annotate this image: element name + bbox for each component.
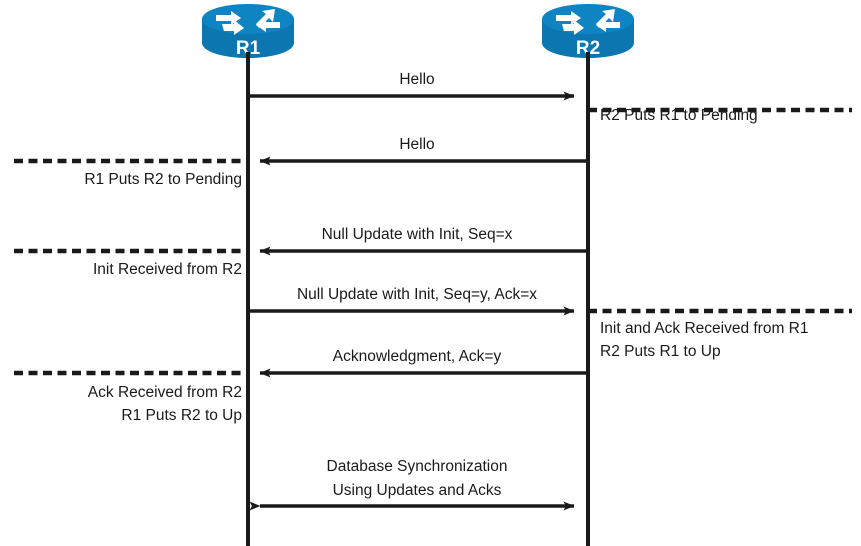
message-label-m3: Null Update with Init, Seq=x	[321, 226, 513, 243]
state-note-r2-up-line2: R2 Puts R1 to Up	[600, 343, 721, 361]
state-note-r1-up: Ack Received from R2 R1 Puts R2 to Up	[0, 381, 242, 428]
lifeline-r1	[246, 52, 250, 546]
message-label-m4: Null Update with Init, Seq=y, Ack=x	[296, 286, 538, 303]
message-label-m5: Acknowledgment, Ack=y	[332, 348, 502, 365]
message-label-m6: Database Synchronization Using Updates a…	[248, 455, 586, 503]
message-label-m1: Hello	[399, 71, 435, 88]
state-note-r1-up-line1: Ack Received from R2	[87, 384, 242, 401]
state-note-r2-pending: R2 Puts R1 to Pending	[600, 107, 758, 124]
router-label-r1: R1	[236, 38, 261, 59]
message-label-m6-line1: Database Synchronization	[326, 458, 508, 475]
router-node-r2[interactable]: R2	[540, 2, 636, 60]
state-note-r2-up: Init and Ack Received from R1 R2 Puts R1…	[600, 317, 860, 364]
router-icon: R2	[542, 4, 634, 59]
router-node-r1[interactable]: R1	[200, 2, 296, 60]
lifeline-r2	[586, 52, 590, 546]
router-label-r2: R2	[576, 38, 600, 59]
state-note-init-received: Init Received from R2	[92, 261, 242, 278]
message-label-m2: Hello	[399, 136, 435, 153]
message-label-m6-line2: Using Updates and Acks	[332, 482, 502, 500]
state-note-r2-up-line1: Init and Ack Received from R1	[600, 320, 809, 337]
router-icon: R1	[202, 4, 294, 59]
state-note-r1-up-line2: R1 Puts R2 to Up	[121, 407, 242, 425]
state-note-r1-pending: R1 Puts R2 to Pending	[84, 171, 242, 188]
